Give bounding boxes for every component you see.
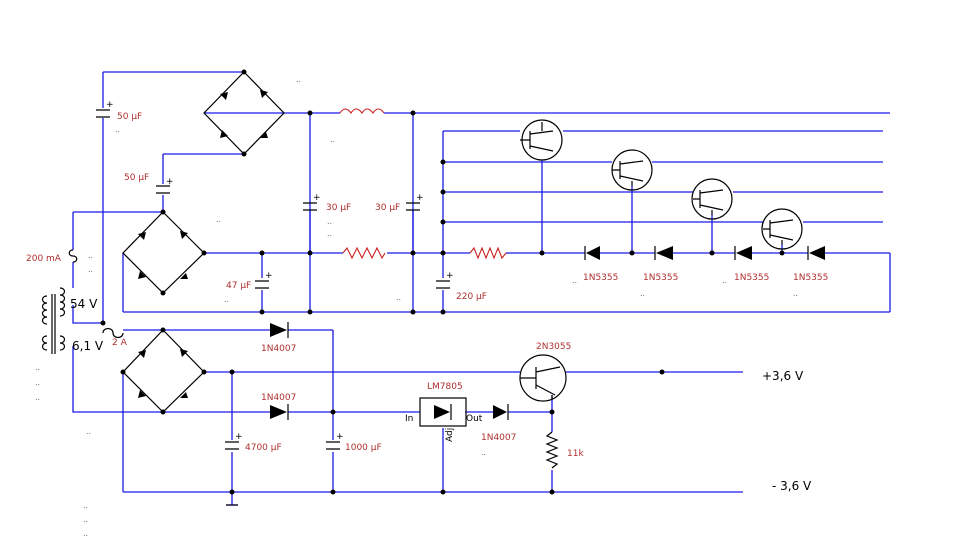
zener-3-label: 1N5355 [734,273,769,283]
inductor [339,108,385,114]
cap-30b-label: 30 µF [375,203,400,213]
fuse-200ma [68,249,78,263]
capacitors [96,109,450,450]
regulator-adj-label: Adj [445,428,455,442]
cap-30a-label: 30 µF [326,203,351,213]
resistor-2 [469,246,507,260]
svg-text:..: .. [88,251,93,260]
diode-2-label: 1N4007 [261,393,296,403]
zener-diodes [584,246,825,260]
svg-text:..: .. [83,501,88,510]
resistor-1 [342,246,386,260]
transistor-label: 2N3055 [536,342,571,352]
svg-text:..: .. [296,75,301,84]
svg-text:+: + [313,193,321,203]
transformer-61v-label: 6,1 V [72,339,104,353]
cap-mid-label: 50 µF [124,173,149,183]
cap-polarity-marks: + + + + + + + + [106,100,454,442]
svg-text:+: + [106,100,114,110]
svg-text:..: .. [115,125,120,134]
zener-2-label: 1N5355 [643,273,678,283]
svg-text:..: .. [35,393,40,402]
diode-1-label: 1N4007 [261,344,296,354]
svg-text:..: .. [330,135,335,144]
svg-text:..: .. [640,289,645,298]
svg-text:..: .. [327,229,332,238]
svg-text:..: .. [88,265,93,274]
cap-1000-label: 1000 µF [345,443,382,453]
svg-text:..: .. [83,529,88,538]
diode-3-label: 1N4007 [481,433,516,443]
svg-text:..: .. [572,276,577,285]
svg-text:..: .. [35,363,40,372]
svg-text:+: + [235,432,243,442]
bridge-rectifier-mid [122,211,205,294]
output-plus-label: +3,6 V [762,369,804,383]
svg-text:..: .. [722,276,727,285]
regulator-label: LM7805 [427,382,463,392]
svg-text:+: + [166,177,174,187]
svg-text:..: .. [396,293,401,302]
cap-top-label: 50 µF [117,112,142,122]
regulator-out-label: Out [466,414,483,424]
svg-text:..: .. [327,217,332,226]
cap-47-label: 47 µF [226,281,251,291]
bridge-rectifier-top [203,71,285,155]
resistor-11k [545,431,559,469]
svg-text:..: .. [83,515,88,524]
bridge-rectifier-bottom [122,329,205,413]
cap-220-label: 220 µF [456,292,487,302]
svg-text:+: + [416,193,424,203]
svg-text:..: .. [481,448,486,457]
diodes [270,322,509,420]
fuse-2a-label: 2 A [112,338,128,348]
svg-text:..: .. [224,295,229,304]
lm7805-regulator [419,397,467,427]
decorative-dots: .... ...... ...... ...... ...... ...... … [35,75,798,538]
cap-4700-label: 4700 µF [245,443,282,453]
transformer [41,287,66,354]
svg-text:+: + [265,271,273,281]
output-minus-label: - 3,6 V [772,479,812,493]
zener-4-label: 1N5355 [793,273,828,283]
svg-text:+: + [446,271,454,281]
fuse-2a [102,327,124,339]
fuse-200ma-label: 200 mA [26,254,62,264]
svg-text:+: + [336,432,344,442]
zener-1-label: 1N5355 [583,273,618,283]
svg-text:..: .. [86,427,91,436]
svg-text:..: .. [35,378,40,387]
regulator-in-label: In [405,414,413,424]
resistor-11k-label: 11k [567,449,584,459]
svg-text:..: .. [793,289,798,298]
transistors [519,119,803,402]
transformer-54v-label: 54 V [70,297,98,311]
svg-text:..: .. [216,215,221,224]
wires [72,71,891,506]
